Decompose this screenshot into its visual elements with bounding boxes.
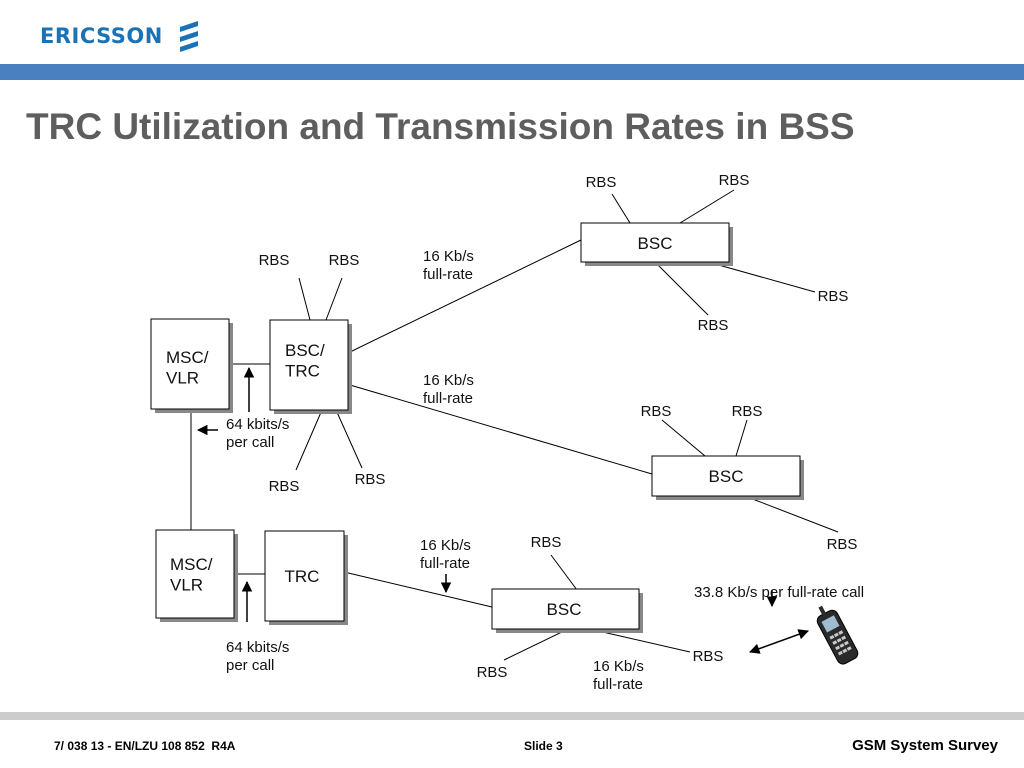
footer-slide-number: Slide 3 [524,739,563,753]
link-bsctrc-bsc-top [349,239,582,353]
link-rbs [679,189,735,224]
node-bsc-bottom: BSC [491,588,643,633]
link-rbs [707,261,816,293]
rbs-label: RBS [693,648,724,665]
rbs-label: RBS [641,403,672,420]
rbs-label: RBS [818,288,849,305]
link-rbs [550,554,578,591]
msc1-label: MSC/VLR [166,348,209,387]
link-trc-bsc-bottom [343,571,493,608]
node-bsc-trc: BSC/TRC [269,319,352,414]
link-rbs [749,497,839,533]
rbs-label: RBS [698,317,729,334]
trc-label: TRC [285,567,320,586]
link-rbs [735,419,748,457]
link-rbs [325,277,343,321]
bsc-top-label: BSC [638,234,673,253]
rbs-label: RBS [355,471,386,488]
footer-course-title: GSM System Survey [852,737,998,754]
bsctrc-label: BSC/TRC [285,341,325,380]
arrow-air-interface [749,629,809,654]
node-bsc-top: BSC [580,222,733,266]
brand-name: ERICSSON [40,24,163,48]
bsc-bottom-label: BSC [547,600,582,619]
link-rbs [593,629,691,653]
link-rbs [295,409,323,471]
rbs-label: RBS [259,252,290,269]
msc2-label: MSC/VLR [170,555,213,594]
link-rbs [654,261,709,316]
node-msc2: MSC/VLR [155,529,238,622]
rbs-label: RBS [719,172,750,189]
link-rbs [335,409,363,469]
rbs-label: RBS [329,252,360,269]
rbs-label: RBS [827,536,858,553]
footer-doc-id: 7/ 038 13 - EN/LZU 108 852 R4A [54,739,236,753]
footer-bar [0,712,1024,720]
link-bsctrc-bsc-mid [349,384,653,475]
air-rate-label: 33.8 Kb/s per full-rate call [694,584,864,601]
rbs-label: RBS [269,478,300,495]
ericsson-logo: ERICSSON [40,18,201,54]
link-rbs [503,629,567,661]
rbs-labels: RBS RBS RBS RBS RBS RBS RBS RBS RBS RBS … [259,172,858,681]
rbs-label: RBS [477,664,508,681]
mobile-phone-icon [816,605,859,665]
link-rbs [611,193,631,224]
arrows [196,366,809,654]
node-bsc-mid: BSC [651,455,804,500]
link-rbs [298,277,311,321]
link-rbs [661,419,706,457]
ericsson-mark-icon [179,21,198,52]
rbs-label: RBS [531,534,562,551]
node-msc1: MSC/VLR [150,318,233,413]
header-bar [0,64,1024,80]
slide-title: TRC Utilization and Transmission Rates i… [26,106,855,147]
rbs-label: RBS [586,174,617,191]
links [190,189,839,661]
rbs-label: RBS [732,403,763,420]
node-trc: TRC [264,530,348,625]
bsc-mid-label: BSC [709,467,744,486]
